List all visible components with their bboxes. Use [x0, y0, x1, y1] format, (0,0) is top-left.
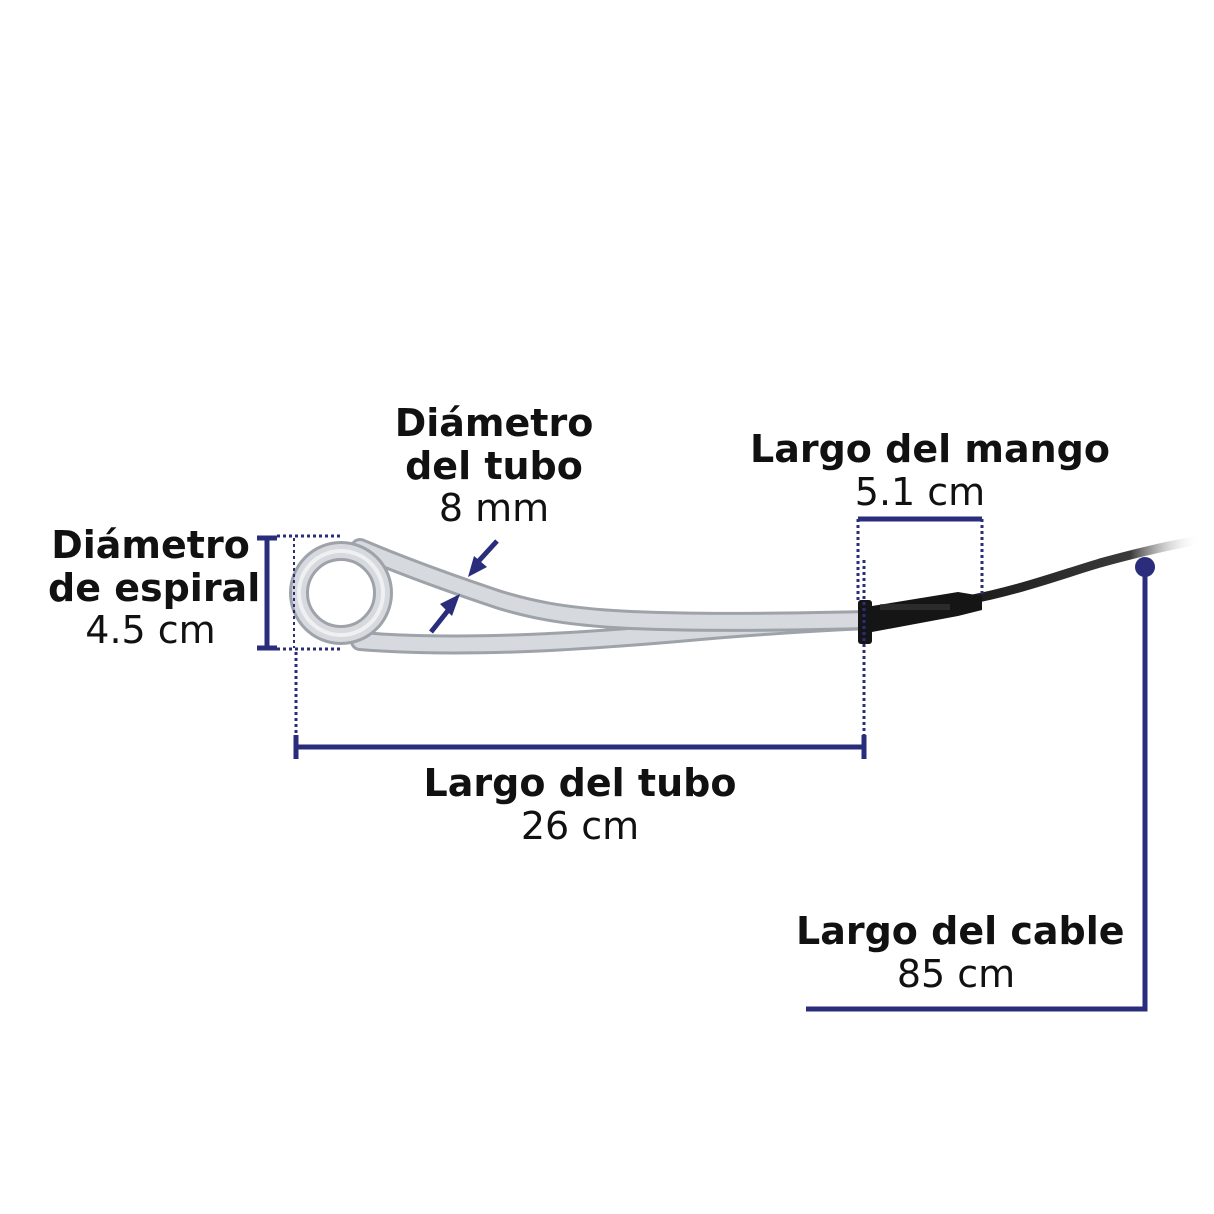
- tube-length-title: Largo del tubo: [423, 761, 737, 805]
- tube-diameter-title-2: del tubo: [405, 443, 583, 488]
- heater-coil-icon: [289, 541, 393, 645]
- tube-diameter-label: Diámetro del tubo 8 mm: [394, 402, 594, 530]
- spiral-diameter-title-2: de espiral: [48, 565, 261, 610]
- tube-diameter-value: 8 mm: [438, 486, 550, 531]
- handle-length-title: Largo del mango: [750, 427, 1110, 471]
- heater-tube: [289, 538, 876, 655]
- handle-length-dimension: [856, 516, 984, 602]
- handle-length-value: 5.1 cm: [854, 469, 986, 514]
- spiral-diameter-value: 4.5 cm: [85, 608, 216, 653]
- tube-diameter-title-1: Diámetro: [394, 401, 594, 445]
- spiral-diameter-dimension: [257, 534, 340, 651]
- spiral-diameter-title-1: Diámetro: [51, 523, 250, 567]
- cable-length-dimension: [806, 557, 1155, 1012]
- tube-diameter-arrows: [429, 539, 499, 634]
- cable-length-value: 85 cm: [896, 951, 1016, 996]
- tube-length-dimension: [293, 560, 867, 759]
- handle-length-label: Largo del mango 5.1 cm: [750, 427, 1110, 514]
- tube-length-value: 26 cm: [520, 803, 640, 848]
- spiral-diameter-label: Diámetro de espiral 4.5 cm: [48, 523, 261, 653]
- heater-handle: [858, 592, 982, 644]
- cable-length-label: Largo del cable 85 cm: [796, 909, 1125, 996]
- tube-length-label: Largo del tubo 26 cm: [420, 762, 740, 847]
- power-cable: [963, 535, 1205, 605]
- cable-length-title: Largo del cable: [796, 909, 1125, 953]
